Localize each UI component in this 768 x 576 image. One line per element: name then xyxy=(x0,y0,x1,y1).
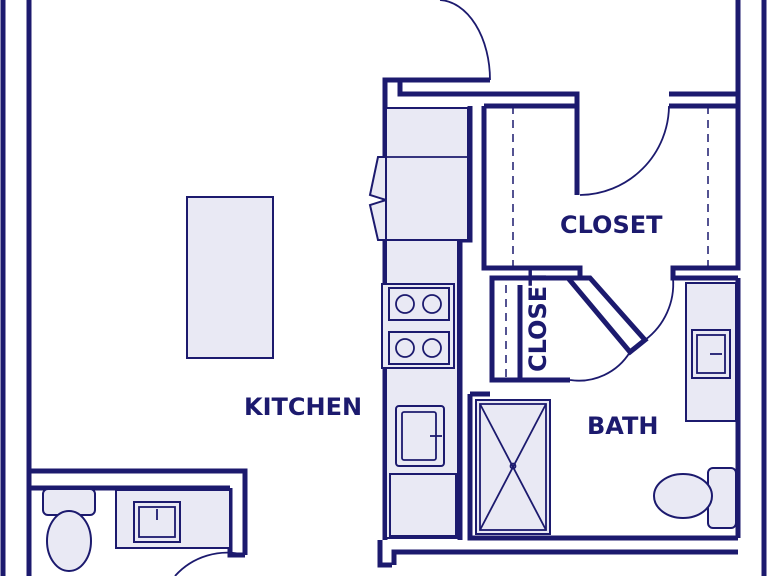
bath-door-swing xyxy=(644,277,675,341)
living-left-wall xyxy=(26,0,248,555)
entry-wall-left xyxy=(382,77,490,106)
cabinet-flap-bottom xyxy=(368,198,387,241)
burner-2 xyxy=(422,294,442,314)
half-bath-sink xyxy=(133,501,181,543)
closet-label: CLOSET xyxy=(560,211,663,239)
cooktop-panel-bottom xyxy=(388,331,450,365)
shower-drain xyxy=(509,462,517,470)
burner-1 xyxy=(395,294,415,314)
kitchen-island xyxy=(186,196,274,359)
small-closet-label: CLOSET xyxy=(524,269,552,372)
half-bath-fixtures xyxy=(42,488,231,572)
bottom-wall-right xyxy=(391,549,738,565)
half-bath-door-swing xyxy=(174,551,246,576)
cooktop-panel-top xyxy=(388,287,450,321)
shower-inner xyxy=(479,403,547,531)
bath-fixtures xyxy=(475,282,737,535)
angled-closet-wall xyxy=(562,275,649,356)
cabinet-flap-top xyxy=(368,156,387,202)
half-bath-toilet xyxy=(46,510,92,572)
entry-wall-inner xyxy=(397,80,580,106)
small-closet-divider xyxy=(517,285,570,383)
entry-door-swing xyxy=(439,0,491,81)
bath-sink-basin xyxy=(696,334,726,374)
closet-wall-top xyxy=(484,103,580,195)
bottom-wall-left xyxy=(377,540,392,568)
upper-counter xyxy=(385,107,469,241)
refrigerator xyxy=(389,473,457,537)
doors xyxy=(174,0,675,576)
kitchen-label: KITCHEN xyxy=(244,393,362,421)
half-bath-sink-basin xyxy=(138,506,176,538)
closet-wall-right xyxy=(670,106,741,281)
bath-left-wall xyxy=(467,394,738,541)
bath-label: BATH xyxy=(587,412,658,440)
kitchen-sink xyxy=(395,405,445,467)
small-closet-door-swing xyxy=(569,351,631,382)
kitchen-fixtures xyxy=(186,107,469,539)
closet-door-swing xyxy=(579,105,670,196)
bath-sink xyxy=(691,329,731,379)
closet-rods xyxy=(505,106,709,380)
burner-3 xyxy=(395,338,415,358)
shower-diag-2 xyxy=(479,403,547,531)
small-closet-walls xyxy=(489,275,568,383)
burner-4 xyxy=(422,338,442,358)
toilet-bowl xyxy=(653,473,713,519)
closet-top-right xyxy=(669,91,741,109)
closet-wall-left xyxy=(481,106,583,278)
